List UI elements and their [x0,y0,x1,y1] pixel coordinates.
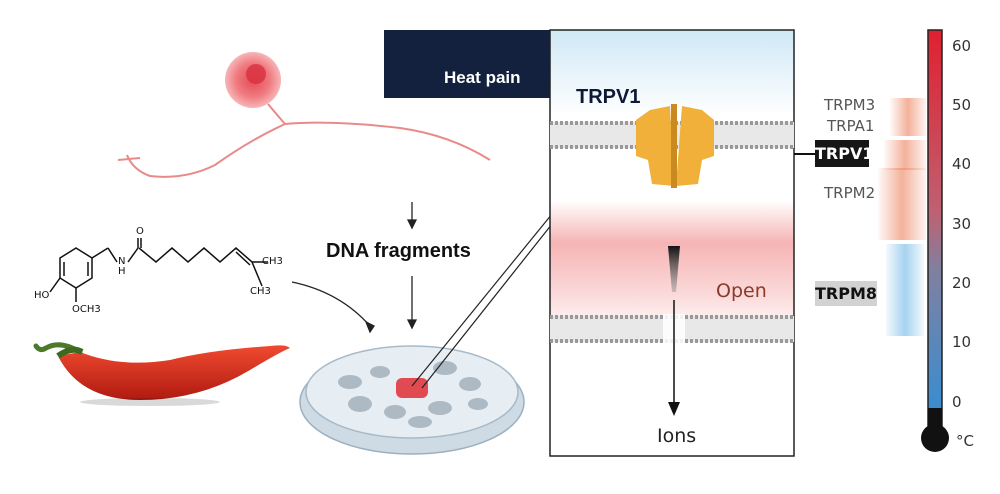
molecule-methyl-1: CH3 [262,256,283,267]
channel-label-trpm2: TRPM2 [824,184,876,202]
molecule-methoxy: OCH3 [72,304,101,315]
flow-arrows [291,202,418,334]
ion-flow-arrow [668,300,680,416]
capsaicin-molecule [49,238,268,302]
thermometer [921,29,949,452]
molecule-nitrogen: N [118,256,126,267]
temperature-range-bands [794,98,926,336]
channel-label-trpm8: TRPM8 [815,281,877,306]
channel-state-label: Open [716,280,767,302]
molecule-hydroxyl: HO [34,290,50,301]
trpv1-receptor [636,104,714,188]
heat-pain-label: Heat pain [444,68,521,87]
thermometer-unit: °C [956,432,974,450]
channel-label-trpv1: TRPV1 [815,140,873,167]
molecule-hydrogen: H [118,266,126,277]
membrane-bottom [550,314,794,344]
thermometer-tick-10: 10 [952,333,972,351]
thermometer-tick-60: 60 [952,37,972,55]
thermometer-tick-20: 20 [952,274,972,292]
zoom-lines [411,213,553,389]
dna-fragments-label: DNA fragments [326,240,471,262]
chili-pepper-illustration [33,342,290,406]
thermometer-tick-50: 50 [952,96,972,114]
thermometer-tick-40: 40 [952,155,972,173]
receptor-title: TRPV1 [576,86,641,108]
thermometer-tick-0: 0 [952,393,962,411]
ions-label: Ions [657,425,697,447]
heat-pain-banner: Heat pain [384,30,550,98]
channel-detail-panel [549,29,795,457]
neuron-illustration [117,52,491,178]
channel-label-trpm3: TRPM3 [824,96,876,114]
channel-label-trpa1: TRPA1 [827,117,875,135]
thermometer-tick-30: 30 [952,215,972,233]
petri-dish-illustration [299,345,525,455]
molecule-oxygen: O [136,226,144,237]
ion-pore [668,246,680,292]
molecule-methyl-2: CH3 [250,286,271,297]
